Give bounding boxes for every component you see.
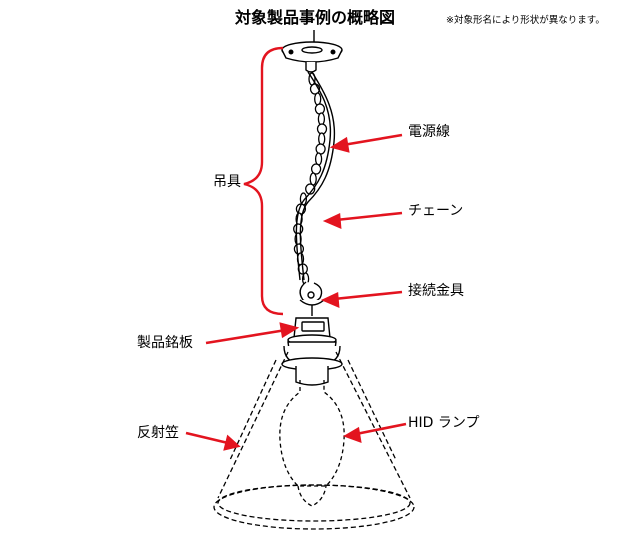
arrow-reflector (185, 431, 229, 445)
arrow-hid-lamp (355, 422, 407, 436)
chain-link (305, 183, 316, 195)
chain-link (314, 92, 322, 106)
label-power-cord: 電源線 (408, 124, 450, 140)
arrow-connector (333, 290, 403, 301)
chain (293, 72, 328, 286)
reflector-shade (213, 351, 415, 530)
socket-housing (281, 317, 343, 386)
chain-link (309, 172, 317, 186)
diagram-title: 対象製品事例の概略図 (234, 8, 395, 27)
nameplate (301, 321, 325, 332)
label-reflector: 反射笠 (137, 425, 179, 441)
label-nameplate: 製品銘板 (137, 335, 193, 351)
chain-link (293, 243, 305, 255)
chain-link (317, 112, 326, 126)
label-connector: 接続金具 (408, 283, 464, 299)
connector-fitting (299, 281, 325, 316)
chain-link (314, 103, 326, 115)
pointer-arrows (185, 133, 407, 451)
ceiling-canopy (281, 30, 343, 73)
chain-link (314, 152, 323, 166)
arrow-chain (335, 211, 403, 222)
chain-link (315, 143, 326, 155)
chain-link (318, 132, 326, 146)
label-suspension: 吊具 (213, 174, 241, 190)
suspension-bracket (243, 46, 284, 316)
chain-link (310, 163, 322, 175)
arrow-power-cord (342, 133, 403, 147)
hid-lamp-bulb (279, 380, 345, 507)
shape-note: ※対象形名により形状が異なります。 (446, 15, 605, 26)
power-cord (295, 71, 332, 281)
label-hid-lamp: HID ランプ (408, 415, 480, 431)
arrow-nameplate (205, 328, 287, 345)
label-chain: チェーン (408, 203, 464, 219)
